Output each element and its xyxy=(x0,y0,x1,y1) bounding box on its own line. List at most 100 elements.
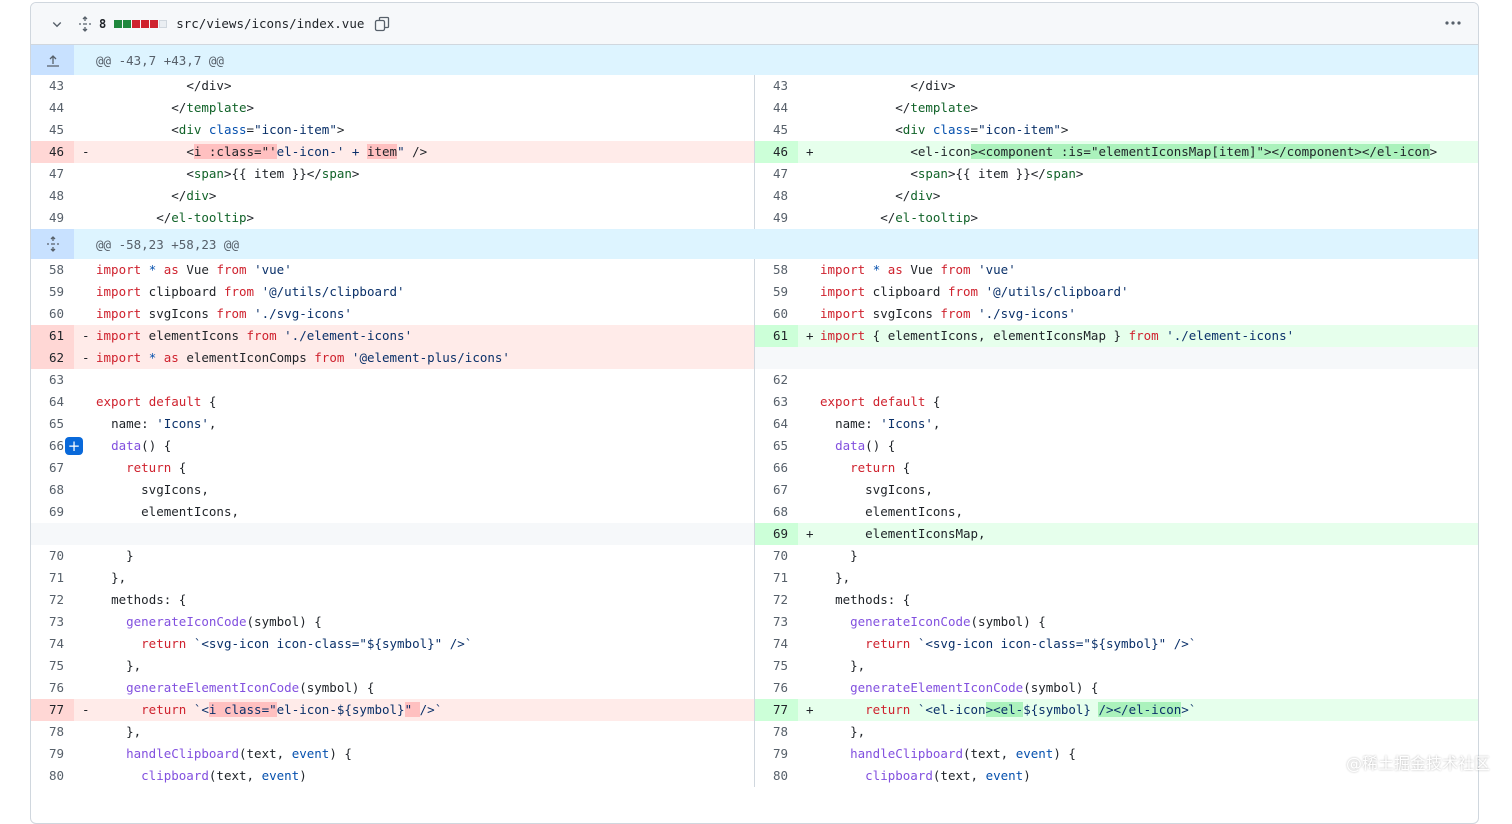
diff-side-left: 75 }, xyxy=(31,655,755,677)
code-line: </div> xyxy=(96,185,754,207)
line-number[interactable]: 75 xyxy=(755,655,798,677)
code-line: import * as Vue from 'vue' xyxy=(96,259,754,281)
line-number[interactable]: 58 xyxy=(31,259,74,281)
code-line: } xyxy=(96,545,754,567)
diff-side-right: 62 xyxy=(755,369,1478,391)
line-number[interactable]: 78 xyxy=(31,721,74,743)
diff-side-left: 48 </div> xyxy=(31,185,755,207)
line-number[interactable]: 74 xyxy=(31,633,74,655)
line-number[interactable]: 61 xyxy=(755,325,798,347)
line-number[interactable]: 48 xyxy=(31,185,74,207)
code-line: export default { xyxy=(96,391,754,413)
code-line: elementIcons, xyxy=(96,501,754,523)
line-number[interactable]: 48 xyxy=(755,185,798,207)
line-number[interactable]: 45 xyxy=(755,119,798,141)
line-marker xyxy=(798,633,820,655)
line-number[interactable]: 63 xyxy=(755,391,798,413)
line-number[interactable]: 79 xyxy=(31,743,74,765)
copy-icon[interactable] xyxy=(374,16,390,32)
line-number[interactable]: 77 xyxy=(31,699,74,721)
code-line: <div class="icon-item"> xyxy=(820,119,1478,141)
line-marker xyxy=(74,677,96,699)
line-number[interactable]: 49 xyxy=(31,207,74,229)
diff-row: 46- <i :class="'el-icon-' + item" /> 46+… xyxy=(31,141,1478,163)
diff-row: 43 </div> 43 </div> xyxy=(31,75,1478,97)
addition-marker: + xyxy=(798,325,820,347)
line-number[interactable]: 76 xyxy=(755,677,798,699)
code-line: svgIcons, xyxy=(820,479,1478,501)
diff-side-right: 66 return { xyxy=(755,457,1478,479)
line-number[interactable]: 59 xyxy=(755,281,798,303)
line-number[interactable]: 46 xyxy=(31,141,74,163)
line-number[interactable]: 80 xyxy=(755,765,798,787)
line-number[interactable]: 47 xyxy=(755,163,798,185)
line-number[interactable]: 43 xyxy=(755,75,798,97)
line-number[interactable]: 44 xyxy=(755,97,798,119)
line-number[interactable]: 72 xyxy=(755,589,798,611)
kebab-horizontal-icon[interactable] xyxy=(1444,15,1462,34)
line-number[interactable]: 65 xyxy=(755,435,798,457)
line-number[interactable]: 60 xyxy=(755,303,798,325)
line-number[interactable]: 58 xyxy=(755,259,798,281)
diff-row: 63 62 xyxy=(31,369,1478,391)
line-number[interactable]: 72 xyxy=(31,589,74,611)
line-number[interactable]: 65 xyxy=(31,413,74,435)
diff-row: 48 </div> 48 </div> xyxy=(31,185,1478,207)
line-number[interactable]: 43 xyxy=(31,75,74,97)
line-number[interactable]: 77 xyxy=(755,699,798,721)
line-number[interactable]: 71 xyxy=(755,567,798,589)
diffstat-block xyxy=(132,20,140,28)
code-line: </div> xyxy=(820,185,1478,207)
line-number[interactable]: 71 xyxy=(31,567,74,589)
code-line: name: 'Icons', xyxy=(96,413,754,435)
code-line xyxy=(820,347,1478,369)
line-marker xyxy=(798,655,820,677)
diff-side-right: 77+ return `<el-icon><el-${symbol} /></e… xyxy=(755,699,1478,721)
line-number[interactable]: 60 xyxy=(31,303,74,325)
line-number[interactable]: 64 xyxy=(755,413,798,435)
line-number[interactable]: 70 xyxy=(31,545,74,567)
expand-up-icon[interactable] xyxy=(31,45,74,75)
line-number[interactable]: 70 xyxy=(755,545,798,567)
line-number[interactable]: 63 xyxy=(31,369,74,391)
line-marker xyxy=(74,589,96,611)
code-line: </div> xyxy=(96,75,754,97)
line-number[interactable]: 67 xyxy=(31,457,74,479)
line-number[interactable]: 78 xyxy=(755,721,798,743)
line-number[interactable]: 68 xyxy=(31,479,74,501)
line-number[interactable]: 45 xyxy=(31,119,74,141)
line-number[interactable]: 76 xyxy=(31,677,74,699)
line-number[interactable]: 75 xyxy=(31,655,74,677)
changes-count: 8 xyxy=(99,17,106,31)
line-marker xyxy=(798,119,820,141)
line-number[interactable]: 66 xyxy=(755,457,798,479)
line-number[interactable]: 49 xyxy=(755,207,798,229)
line-number[interactable]: 73 xyxy=(31,611,74,633)
line-number[interactable]: 69 xyxy=(31,501,74,523)
diff-row: 71 }, 71 }, xyxy=(31,567,1478,589)
chevron-down-icon[interactable] xyxy=(51,18,65,30)
line-number[interactable]: 68 xyxy=(755,501,798,523)
line-number[interactable]: 79 xyxy=(755,743,798,765)
line-number[interactable]: 80 xyxy=(31,765,74,787)
line-number[interactable]: 46 xyxy=(755,141,798,163)
line-number[interactable]: 62 xyxy=(31,347,74,369)
line-number[interactable]: 69 xyxy=(755,523,798,545)
unfold-icon[interactable] xyxy=(31,229,74,259)
code-line: import svgIcons from './svg-icons' xyxy=(820,303,1478,325)
line-number[interactable]: 59 xyxy=(31,281,74,303)
line-marker xyxy=(74,721,96,743)
diff-side-left: 64 export default { xyxy=(31,391,755,413)
line-number[interactable]: 61 xyxy=(31,325,74,347)
line-number[interactable]: 62 xyxy=(755,369,798,391)
unfold-icon[interactable] xyxy=(77,16,93,32)
line-number[interactable]: 67 xyxy=(755,479,798,501)
line-number[interactable]: 47 xyxy=(31,163,74,185)
line-number[interactable]: 44 xyxy=(31,97,74,119)
diff-side-left: 76 generateElementIconCode(symbol) { xyxy=(31,677,755,699)
file-path[interactable]: src/views/icons/index.vue xyxy=(176,16,364,31)
line-number[interactable]: 73 xyxy=(755,611,798,633)
add-comment-button[interactable]: + xyxy=(65,437,83,455)
line-number[interactable]: 74 xyxy=(755,633,798,655)
line-number[interactable]: 64 xyxy=(31,391,74,413)
